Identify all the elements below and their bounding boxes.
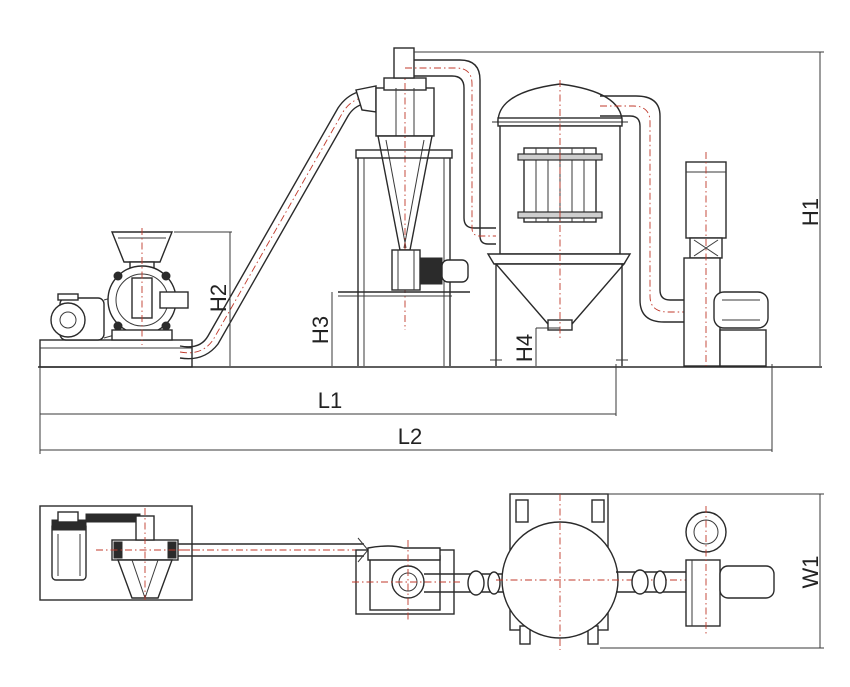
h1-label: H1 [798,198,823,226]
plan-bag-filter [496,493,700,650]
plan-draft-fan [685,506,775,634]
plan-conveying-pipe [178,537,420,563]
dimension-h2: H2 [174,231,232,366]
plan-cyclone [352,540,460,622]
h2-label: H2 [206,284,231,312]
dimension-h4: H4 [512,327,560,366]
cyclone-outlet-pipe [393,47,496,245]
conveying-pipe [179,85,377,360]
plan-mill-base [39,505,193,601]
filter-outlet-pipe [600,95,690,323]
mill-base-frame [39,339,193,368]
mill-motor [50,293,119,341]
l2-label: L2 [398,424,422,449]
cyclone-separator [338,54,470,366]
plan-filter-fan-pipe [616,569,686,595]
induced-draft-fan [683,152,769,367]
grinding-mill [107,228,189,345]
plan-cyclone-filter-pipe [424,570,504,596]
plan-mill-motor [51,511,141,581]
dimension-l1: L1 [39,364,617,454]
dimension-h1: H1 [414,51,824,366]
bag-filter [486,80,632,366]
h3-label: H3 [308,316,333,344]
l1-label: L1 [318,388,342,413]
dimension-l2: L2 [40,364,773,452]
h4-label: H4 [512,334,537,362]
dimension-h3: H3 [308,292,333,366]
w1-label: W1 [798,556,823,589]
side-elevation-view: H1 H2 H3 H4 L1 L2 [38,47,824,454]
plan-view: W1 [39,493,824,650]
dimension-w1: W1 [600,493,824,649]
